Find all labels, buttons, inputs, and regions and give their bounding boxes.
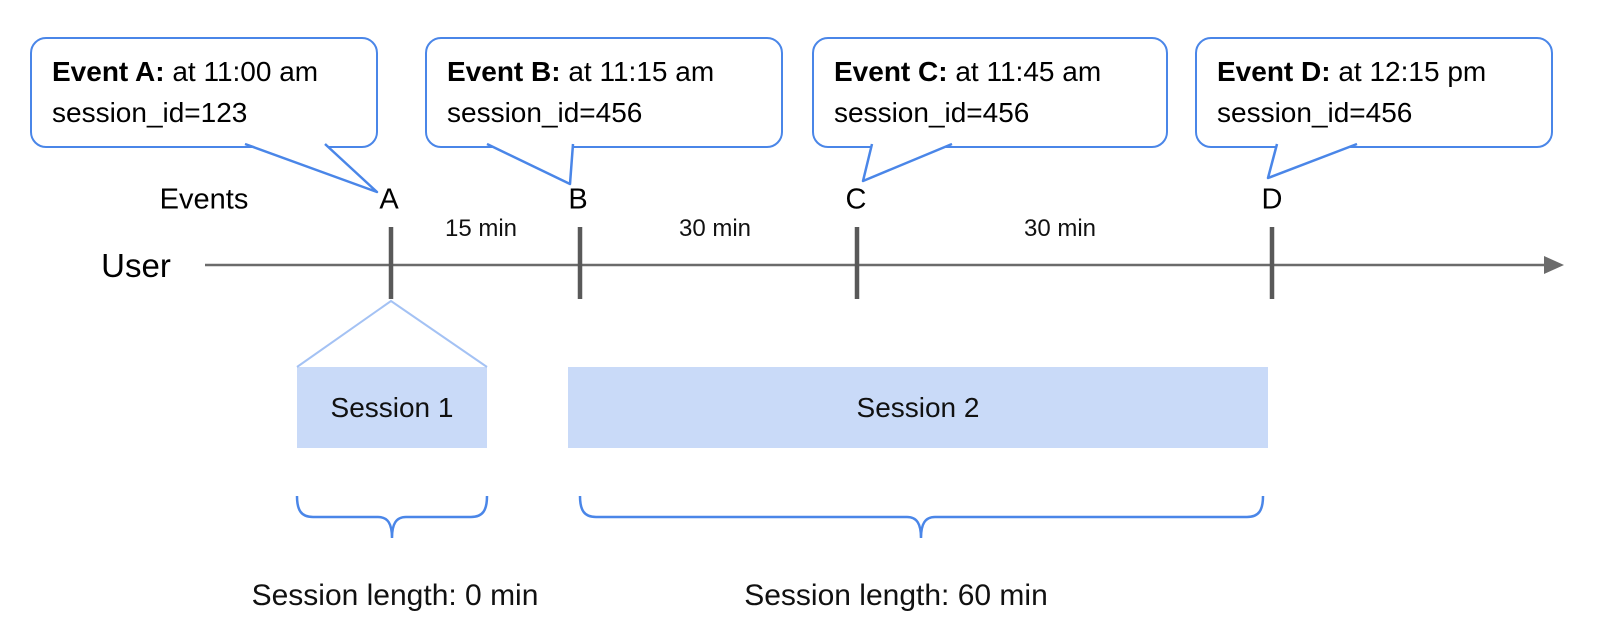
user-row-label: User [101, 247, 171, 284]
callout-event-b-time: at 11:15 am [560, 56, 715, 87]
callout-event-b-session-id: session_id=456 [447, 97, 643, 128]
session-1-label: Session 1 [330, 391, 454, 423]
interval-a-b-label: 15 min [444, 215, 518, 242]
callout-event-d-time: at 12:15 pm [1330, 56, 1487, 87]
event-letter-d: D [1261, 183, 1283, 216]
event-letter-c: C [845, 183, 867, 216]
session-2-bar: Session 2 [568, 367, 1268, 448]
session-1-funnel [296, 299, 488, 368]
callout-event-c-line1: Event C: at 11:45 am [834, 51, 1146, 92]
event-letter-a: A [379, 183, 399, 216]
timeline-arrowhead-icon [1544, 256, 1564, 274]
callout-event-a: Event A: at 11:00 am session_id=123 [30, 37, 378, 148]
session-1-brace [295, 495, 489, 539]
callout-event-d-title: Event D: [1217, 56, 1331, 87]
callout-event-d-session-id: session_id=456 [1217, 97, 1413, 128]
callout-event-c-title: Event C: [834, 56, 948, 87]
session-1-bar: Session 1 [297, 367, 487, 448]
callout-event-a-line1: Event A: at 11:00 am [52, 51, 356, 92]
interval-c-d-label: 30 min [1023, 215, 1097, 242]
callout-event-d: Event D: at 12:15 pm session_id=456 [1195, 37, 1553, 148]
callout-event-a-time: at 11:00 am [164, 56, 319, 87]
interval-b-c-label: 30 min [678, 215, 752, 242]
events-row-label: Events [159, 183, 249, 216]
callout-event-a-session-id: session_id=123 [52, 97, 248, 128]
session-2-label: Session 2 [856, 391, 980, 423]
callout-b-tail [486, 142, 575, 186]
callout-event-c-session-id: session_id=456 [834, 97, 1030, 128]
callout-event-b-line1: Event B: at 11:15 am [447, 51, 761, 92]
callout-event-a-title: Event A: [52, 56, 165, 87]
callout-event-c: Event C: at 11:45 am session_id=456 [812, 37, 1168, 148]
event-letter-b: B [568, 183, 588, 216]
callout-event-c-time: at 11:45 am [947, 56, 1102, 87]
callout-a-tail [244, 142, 379, 194]
callout-d-tail [1266, 142, 1358, 180]
callout-event-b-title: Event B: [447, 56, 561, 87]
session-1-length-label: Session length: 0 min [251, 579, 539, 612]
callout-c-tail [861, 142, 953, 183]
session-2-length-label: Session length: 60 min [744, 579, 1048, 612]
callout-event-d-line1: Event D: at 12:15 pm [1217, 51, 1531, 92]
callout-event-b: Event B: at 11:15 am session_id=456 [425, 37, 783, 148]
session-2-brace [578, 495, 1265, 539]
